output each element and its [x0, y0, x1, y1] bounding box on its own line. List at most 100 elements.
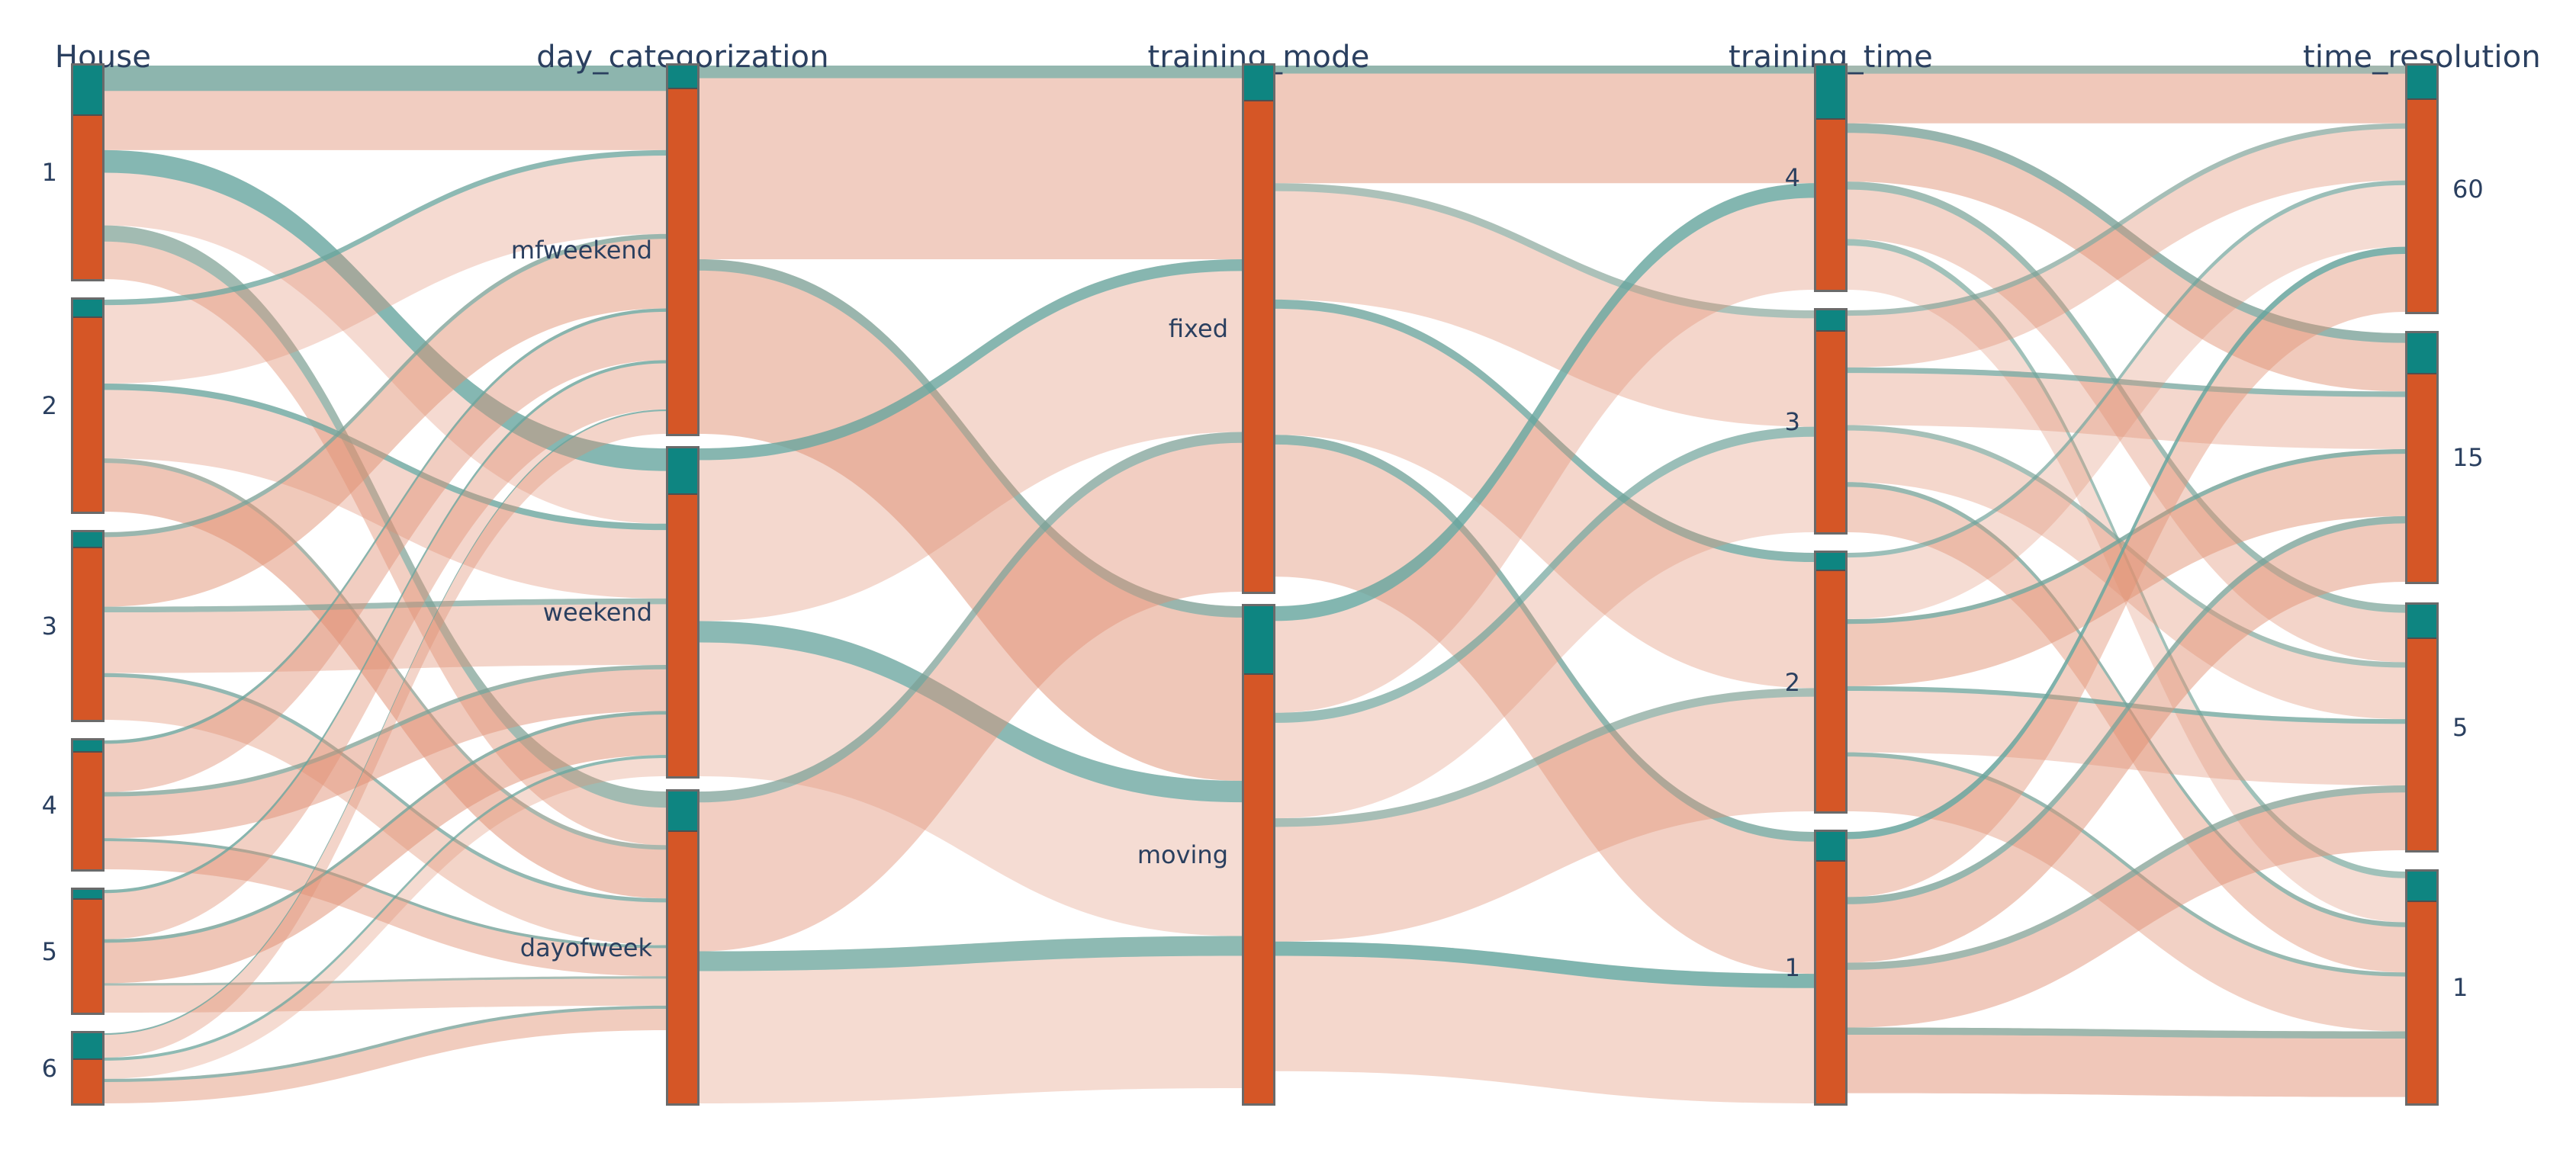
link-ribbon-highlight[interactable] [105, 149, 666, 471]
link-ribbon-highlight[interactable] [1848, 686, 2405, 724]
category-bar[interactable] [666, 789, 699, 1106]
category-bar[interactable] [71, 63, 105, 281]
link-ribbon-highlight[interactable] [1848, 123, 2405, 316]
link-ribbon-highlight[interactable] [1275, 426, 1814, 723]
link-ribbon-highlight[interactable] [1848, 123, 2405, 343]
link-ribbon-highlight[interactable] [105, 384, 666, 531]
link-ribbon-highlight[interactable] [105, 976, 666, 986]
link-ribbon[interactable] [1275, 688, 1814, 942]
link-ribbon-highlight[interactable] [105, 66, 666, 92]
link-ribbon-highlight[interactable] [699, 936, 1242, 971]
link-ribbon[interactable] [1848, 66, 2405, 124]
link-ribbon[interactable] [105, 360, 666, 939]
link-ribbon-highlight[interactable] [1275, 183, 1814, 319]
category-bar[interactable] [2405, 869, 2439, 1106]
category-label[interactable]: fixed [1168, 314, 1228, 343]
link-ribbon-highlight[interactable] [699, 66, 1242, 79]
link-ribbon-highlight[interactable] [1848, 1027, 2405, 1039]
category-label[interactable]: 2 [41, 391, 57, 420]
link-ribbon-highlight[interactable] [1275, 435, 1814, 842]
link-ribbon[interactable] [1848, 239, 2405, 923]
category-label[interactable]: 4 [41, 790, 57, 820]
category-bar[interactable] [71, 297, 105, 514]
link-ribbon[interactable] [1848, 515, 2405, 963]
category-bar[interactable] [71, 738, 105, 872]
category-bar[interactable] [2405, 602, 2439, 853]
link-ribbon-highlight[interactable] [1848, 181, 2405, 613]
category-label[interactable]: 3 [41, 612, 57, 641]
link-ribbon[interactable] [1848, 425, 2405, 720]
link-ribbon[interactable] [105, 308, 666, 792]
link-ribbon[interactable] [105, 225, 666, 846]
link-ribbon[interactable] [699, 258, 1242, 621]
link-ribbon-highlight[interactable] [699, 258, 1242, 461]
link-ribbon-highlight[interactable] [105, 598, 666, 613]
category-bar[interactable] [1242, 63, 1275, 594]
link-ribbon-highlight[interactable] [1848, 180, 2405, 558]
link-ribbon-highlight[interactable] [105, 409, 666, 1036]
link-ribbon-highlight[interactable] [105, 673, 666, 903]
link-ribbon[interactable] [105, 664, 666, 839]
category-bar[interactable] [71, 888, 105, 1015]
category-label[interactable]: 60 [2452, 174, 2484, 204]
category-bar[interactable] [71, 1031, 105, 1106]
link-ribbon[interactable] [1848, 246, 2405, 898]
link-ribbon-highlight[interactable] [1275, 183, 1814, 621]
link-ribbon[interactable] [1275, 183, 1814, 713]
category-label[interactable]: 5 [2452, 713, 2468, 742]
link-ribbon-highlight[interactable] [1275, 688, 1814, 827]
link-ribbon[interactable] [1848, 181, 2405, 663]
category-bar[interactable] [1242, 604, 1275, 1106]
link-ribbon[interactable] [699, 621, 1242, 936]
link-ribbon[interactable] [1848, 752, 2405, 1032]
link-ribbon-highlight[interactable] [1848, 785, 2405, 970]
category-label[interactable]: 2 [1784, 667, 1800, 697]
category-bar[interactable] [1814, 830, 1848, 1106]
link-ribbon[interactable] [1848, 180, 2405, 620]
link-ribbon[interactable] [105, 598, 666, 673]
category-label[interactable]: 6 [41, 1054, 57, 1083]
link-ribbon[interactable] [1848, 448, 2405, 686]
category-bar[interactable] [2405, 63, 2439, 314]
category-label[interactable]: weekend [542, 598, 652, 627]
link-ribbon-highlight[interactable] [105, 233, 666, 538]
link-ribbon[interactable] [1275, 183, 1814, 427]
link-ribbon[interactable] [1848, 367, 2405, 449]
link-ribbon-highlight[interactable] [105, 664, 666, 797]
link-ribbon-highlight[interactable] [105, 838, 666, 949]
link-ribbon-highlight[interactable] [1848, 752, 2405, 977]
link-ribbon-highlight[interactable] [699, 621, 1242, 803]
category-bar[interactable] [1814, 551, 1848, 814]
link-ribbon-highlight[interactable] [105, 711, 666, 943]
category-bar[interactable] [2405, 331, 2439, 584]
category-bar[interactable] [666, 63, 699, 436]
link-ribbon-highlight[interactable] [105, 149, 666, 306]
link-ribbon-highlight[interactable] [105, 225, 666, 808]
link-ribbon[interactable] [1848, 686, 2405, 785]
link-ribbon-highlight[interactable] [1848, 66, 2405, 74]
link-ribbon-highlight[interactable] [1275, 299, 1814, 563]
link-ribbon[interactable] [699, 432, 1242, 952]
link-ribbon-highlight[interactable] [699, 432, 1242, 803]
link-ribbon[interactable] [105, 755, 666, 1079]
link-ribbon-highlight[interactable] [1848, 239, 2405, 878]
link-ribbon-highlight[interactable] [105, 755, 666, 1061]
link-ribbon[interactable] [105, 233, 666, 607]
category-label[interactable]: 1 [1784, 953, 1800, 982]
link-ribbon-highlight[interactable] [1848, 246, 2405, 840]
category-label[interactable]: dayofweek [519, 933, 652, 962]
category-bar[interactable] [71, 530, 105, 722]
link-ribbon[interactable] [105, 384, 666, 599]
link-ribbon[interactable] [1848, 123, 2405, 392]
category-bar[interactable] [666, 446, 699, 779]
category-label[interactable]: 1 [2452, 973, 2468, 1002]
link-ribbon[interactable] [1275, 299, 1814, 689]
link-ribbon-highlight[interactable] [1275, 941, 1814, 988]
link-ribbon[interactable] [1848, 123, 2405, 368]
link-ribbon[interactable] [1848, 482, 2405, 973]
link-ribbon[interactable] [105, 1005, 666, 1103]
category-label[interactable]: 15 [2452, 443, 2484, 472]
link-ribbon-highlight[interactable] [105, 308, 666, 744]
category-label[interactable]: 4 [1784, 163, 1800, 192]
link-ribbon[interactable] [699, 258, 1242, 782]
